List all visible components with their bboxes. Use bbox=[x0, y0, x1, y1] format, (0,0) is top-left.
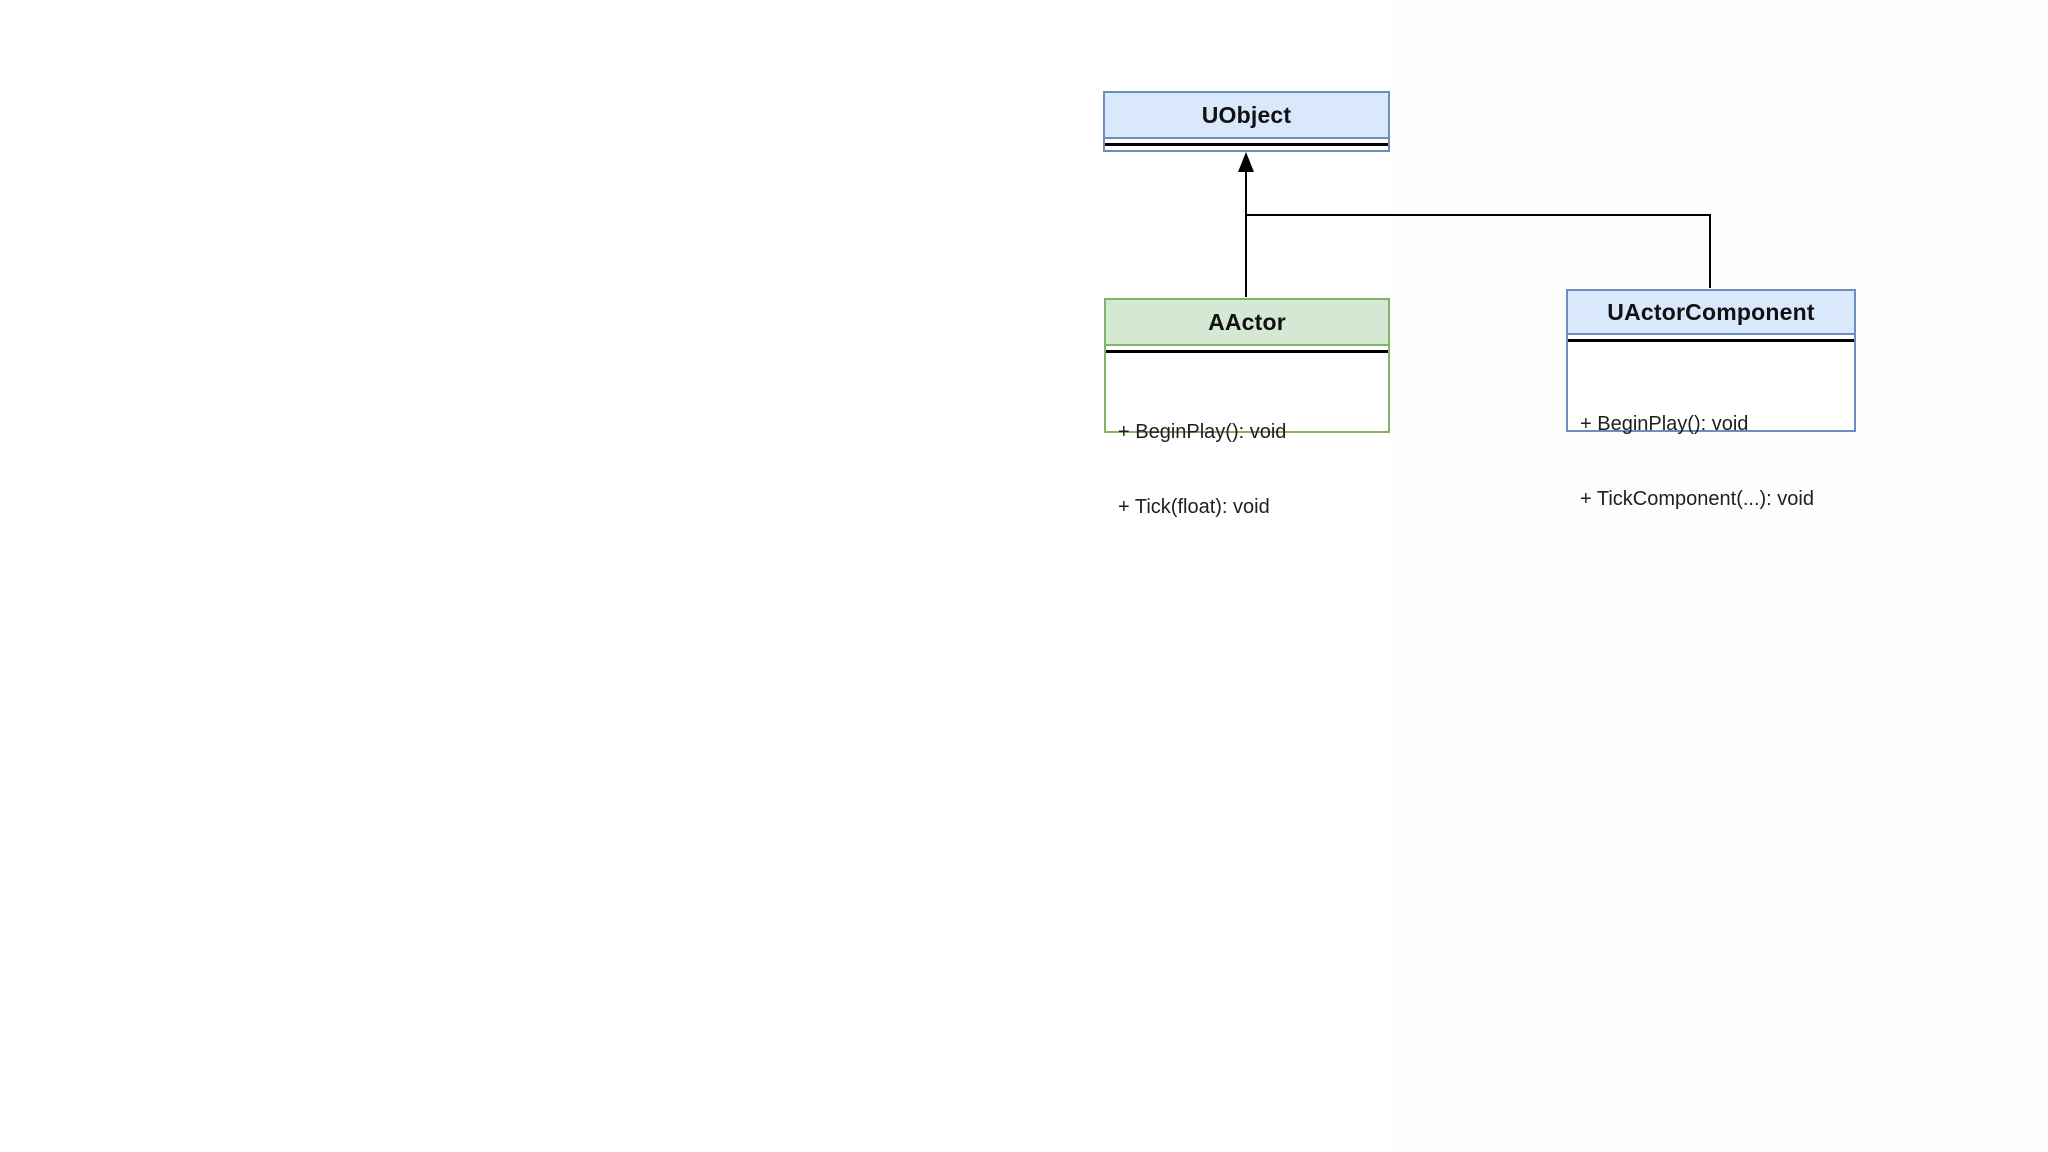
class-body-aactor: + BeginPlay(): void + Tick(float): void bbox=[1106, 353, 1388, 570]
member-line: + TickComponent(...): void bbox=[1580, 488, 1814, 510]
class-header-uobject: UObject bbox=[1105, 93, 1388, 139]
class-separator-uactorcomponent bbox=[1568, 339, 1854, 342]
class-box-uobject[interactable]: UObject bbox=[1103, 91, 1390, 152]
member-line: + BeginPlay(): void bbox=[1580, 413, 1749, 435]
class-title-aactor: AActor bbox=[1208, 308, 1286, 335]
class-title-uactorcomponent: UActorComponent bbox=[1607, 298, 1815, 325]
class-separator-uobject bbox=[1105, 143, 1388, 146]
inheritance-arrowhead[interactable] bbox=[1238, 152, 1254, 172]
class-header-uactorcomponent: UActorComponent bbox=[1568, 291, 1854, 335]
member-line: + BeginPlay(): void bbox=[1118, 421, 1287, 443]
class-header-aactor: AActor bbox=[1106, 300, 1388, 346]
class-box-uactorcomponent[interactable]: UActorComponent + BeginPlay(): void + Ti… bbox=[1566, 289, 1856, 510]
class-box-aactor[interactable]: AActor + BeginPlay(): void + Tick(float)… bbox=[1104, 298, 1390, 518]
edge-uactorcomponent-to-uobject[interactable] bbox=[1246, 214, 1711, 288]
member-line: + Tick(float): void bbox=[1118, 496, 1270, 518]
class-separator-aactor bbox=[1106, 350, 1388, 353]
class-title-uobject: UObject bbox=[1201, 101, 1292, 128]
class-body-uactorcomponent: + BeginPlay(): void + TickComponent(...)… bbox=[1568, 342, 1854, 562]
